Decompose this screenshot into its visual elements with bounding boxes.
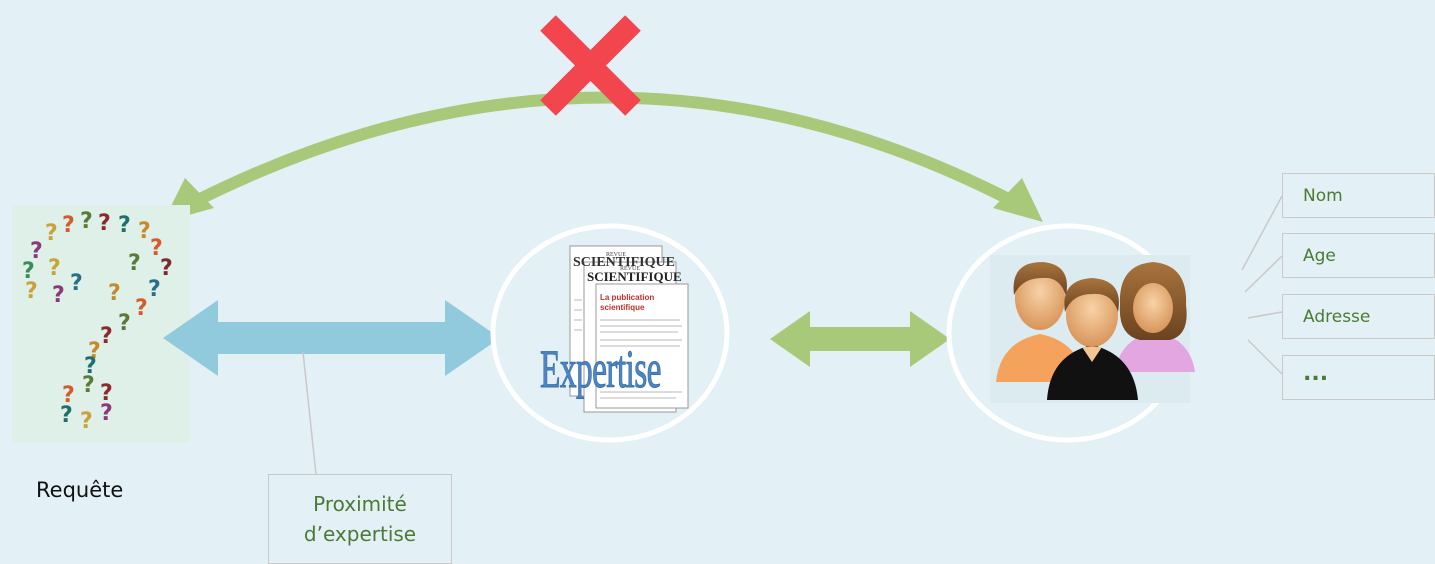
svg-text:?: ? [48,256,61,281]
svg-text:?: ? [60,403,73,428]
svg-text:?: ? [128,251,141,276]
svg-text:?: ? [62,383,75,408]
paper-article-title-1: La publication [600,293,654,302]
attribute-age: Age [1282,233,1435,278]
svg-text:?: ? [22,259,35,284]
attribute-connectors [1241,195,1283,375]
attribute-more: ... [1282,355,1435,400]
question-mark-icon: ? ? ? ? ? ? ? ? ? ? ? ? ? ? ? ? ? ? ? ? … [12,205,190,443]
svg-text:?: ? [135,296,148,321]
svg-text:?: ? [108,281,121,306]
svg-text:?: ? [118,311,131,336]
red-cross-icon [540,15,641,116]
svg-text:?: ? [80,209,93,234]
svg-text:?: ? [62,213,75,238]
svg-text:?: ? [30,239,43,264]
svg-text:?: ? [148,277,161,302]
svg-text:?: ? [100,381,113,406]
svg-text:?: ? [52,283,65,308]
svg-text:?: ? [138,219,151,244]
people-group-icon [990,255,1195,403]
paper-front-title: SCIENTIFIQUE [587,269,682,284]
svg-text:?: ? [100,401,113,426]
svg-text:?: ? [84,354,97,379]
svg-text:?: ? [82,373,95,398]
svg-text:?: ? [80,409,93,434]
svg-text:?: ? [70,271,83,296]
scientific-paper-icon: REVUE SCIENTIFIQUE REVUE SCIENTIFIQUE La… [569,245,689,413]
top-curved-arrow [163,91,1043,222]
svg-text:?: ? [98,211,111,236]
svg-text:?: ? [100,324,113,349]
expertise-people-arrow [770,311,950,367]
paper-header-mid: REVUE [620,266,640,272]
attribute-address: Adresse [1282,294,1435,339]
proximity-line-1: Proximité [313,492,407,516]
expertise-label: Expertise [540,339,662,400]
svg-text:?: ? [150,236,163,261]
paper-back-title: SCIENTIFIQUE [573,255,675,270]
svg-text:?: ? [45,221,58,246]
proximity-callout: Proximité d’expertise [268,474,452,564]
proximity-line-2: d’expertise [303,522,417,546]
query-label: Requête [36,478,124,502]
paper-header-top: REVUE [606,252,626,258]
attribute-name: Nom [1282,173,1435,218]
query-expertise-arrow [163,300,500,376]
svg-text:?: ? [88,339,101,364]
svg-text:?: ? [25,279,38,304]
svg-text:?: ? [118,213,131,238]
svg-text:?: ? [160,256,173,281]
proximity-connector [302,351,317,475]
paper-article-title-2: scientifique [600,303,645,312]
